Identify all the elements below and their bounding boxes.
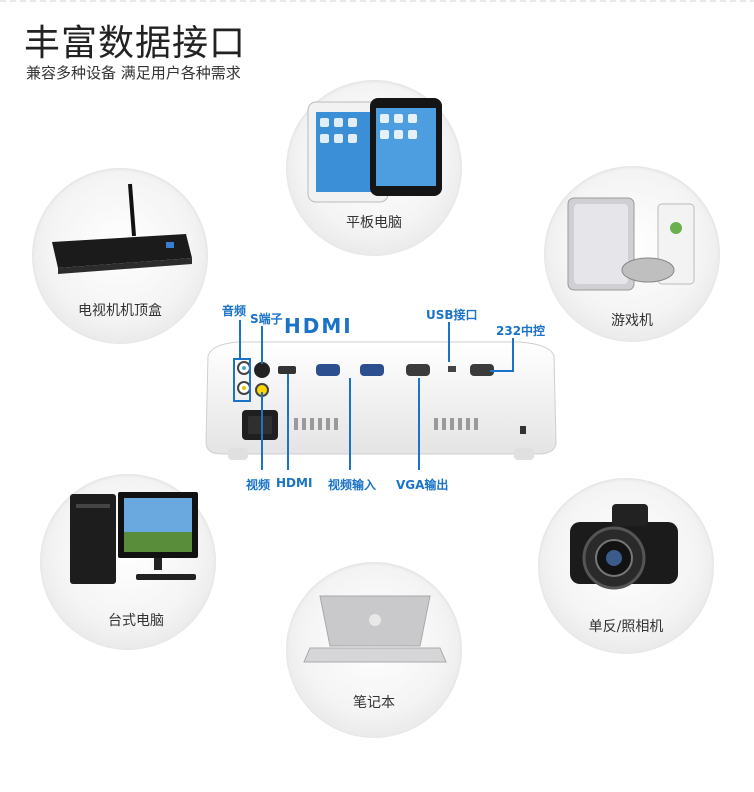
callout-vga-out: VGA输出 xyxy=(396,478,449,492)
hdmi-connector-line xyxy=(287,374,289,470)
hdmi-logo: HDMI xyxy=(284,314,353,338)
callout-video-in: 视频输入 xyxy=(328,478,377,492)
label-laptop: 笔记本 xyxy=(353,695,395,711)
tv-box-image xyxy=(52,183,192,274)
rs232-connector-line-h xyxy=(490,370,514,372)
label-desktop: 台式电脑 xyxy=(108,613,164,629)
callout-usb: USB接口 xyxy=(426,308,478,322)
callout-video: 视频 xyxy=(246,478,271,492)
callout-hdmi: HDMI xyxy=(276,476,313,490)
projector-image xyxy=(205,341,557,460)
audio-connector-line xyxy=(239,320,241,358)
video-connector-line xyxy=(261,392,263,470)
game-console-image xyxy=(567,197,695,291)
page-subtitle: 兼容多种设备 满足用户各种需求 xyxy=(26,64,241,82)
vga-out-connector-line xyxy=(418,378,420,470)
rs232-connector-line-v xyxy=(512,338,514,372)
label-camera: 单反/照相机 xyxy=(588,619,664,635)
label-tablet: 平板电脑 xyxy=(346,215,402,231)
desktop-image xyxy=(70,492,198,584)
label-game: 游戏机 xyxy=(611,313,653,329)
tablet-image xyxy=(307,98,442,203)
camera-image xyxy=(570,504,678,590)
callout-audio: 音频 xyxy=(222,304,247,318)
laptop-image xyxy=(303,595,447,663)
top-divider xyxy=(0,0,754,2)
page-title: 丰富数据接口 xyxy=(24,23,247,64)
usb-connector-line xyxy=(448,322,450,362)
callout-232: 232中控 xyxy=(496,324,546,338)
s-video-connector-line xyxy=(261,326,263,364)
label-tv-box: 电视机机顶盒 xyxy=(78,303,162,319)
video-in-connector-line xyxy=(349,378,351,470)
callout-s-video: S端子 xyxy=(250,312,283,326)
audio-highlight-box xyxy=(233,358,251,402)
